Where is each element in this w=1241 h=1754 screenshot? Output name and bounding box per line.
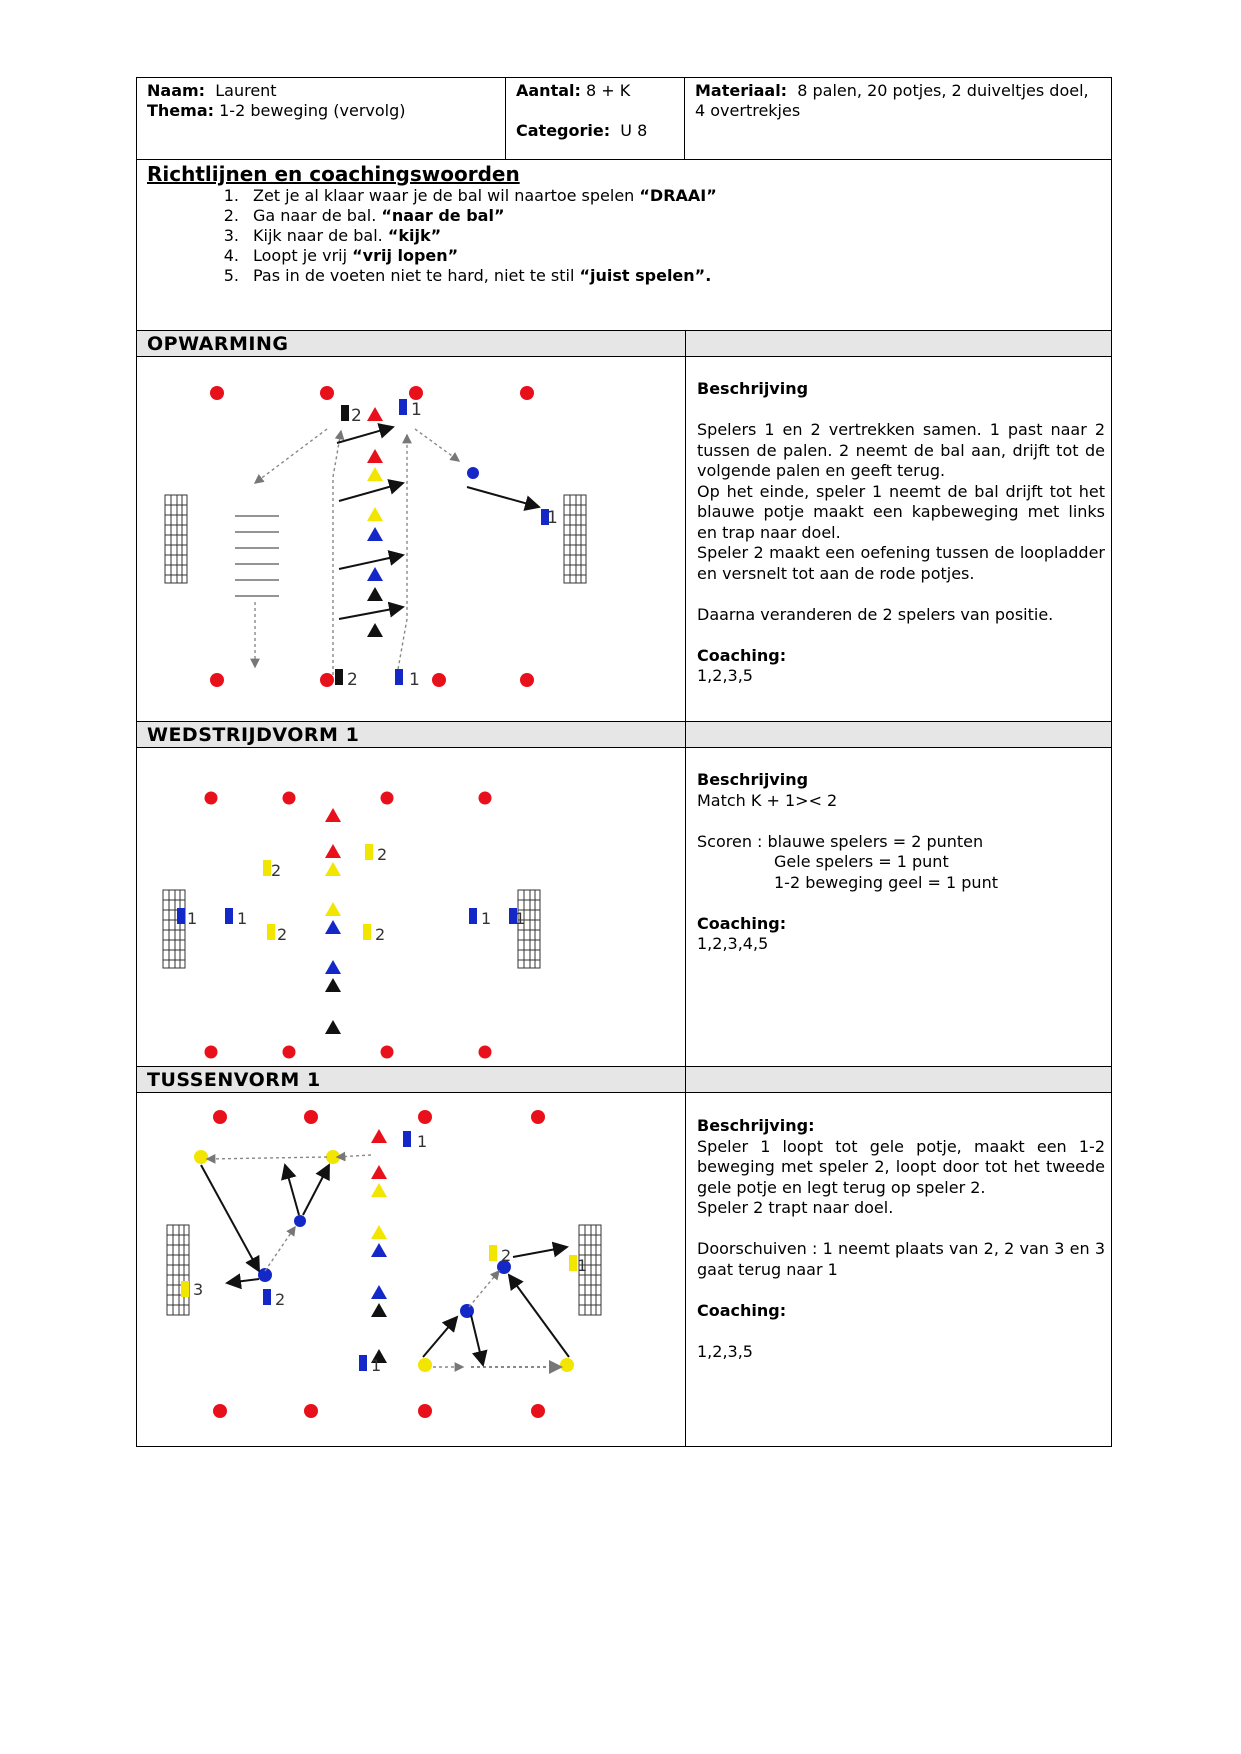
categorie-label: Categorie: xyxy=(516,121,611,140)
diagram-wedstrijdvorm: 1 1 1 1 2 2 2 2 xyxy=(162,791,541,1059)
goal-left xyxy=(162,889,186,969)
diagram-wedstrijd-cell: 1 1 1 1 2 2 2 2 xyxy=(136,747,686,1067)
materiaal-label: Materiaal: xyxy=(695,81,788,100)
thema-value: 1-2 beweging (vervolg) xyxy=(219,101,406,120)
svg-text:2: 2 xyxy=(271,861,281,880)
guidelines-title: Richtlijnen en coachingswoorden xyxy=(147,162,520,186)
svg-text:2: 2 xyxy=(351,406,362,426)
list-item: 5.Pas in de voeten niet te hard, niet te… xyxy=(223,266,712,285)
cones-opwarming xyxy=(367,407,383,637)
cones-tussenvorm xyxy=(371,1129,387,1363)
list-item: 1.Zet je al klaar waar je de bal wil naa… xyxy=(223,186,717,205)
desc-tussenvorm-cell xyxy=(685,1092,1112,1447)
section-title-blank xyxy=(685,1066,1112,1093)
svg-text:1: 1 xyxy=(411,400,422,420)
list-item: 4.Loopt je vrij “vrij lopen” xyxy=(223,246,459,265)
cones-wedstrijd xyxy=(325,808,341,1034)
section-title-blank xyxy=(685,330,1112,357)
goal-right xyxy=(578,1224,602,1316)
goal-left xyxy=(164,494,188,584)
goal-right xyxy=(517,889,541,969)
guidelines-cell: Richtlijnen en coachingswoorden 1.Zet je… xyxy=(136,159,1112,331)
categorie-value: U 8 xyxy=(620,121,648,140)
section-title-blank xyxy=(685,721,1112,748)
section-title-opwarming: OPWARMING xyxy=(136,330,686,357)
list-item: 2.Ga naar de bal. “naar de bal” xyxy=(223,206,505,225)
svg-text:1: 1 xyxy=(187,909,197,928)
svg-text:1: 1 xyxy=(417,1132,427,1151)
diagram-tussenvorm-cell: 1 3 2 2 1 1 xyxy=(136,1092,686,1447)
section-title-tussenvorm: TUSSENVORM 1 xyxy=(136,1066,686,1093)
svg-text:2: 2 xyxy=(501,1246,511,1265)
thema-label: Thema: xyxy=(147,101,215,120)
players-tussenvorm: 1 3 2 2 1 1 xyxy=(181,1131,587,1375)
header-cell-name: Naam: Laurent Thema: 1-2 beweging (vervo… xyxy=(136,77,506,160)
players-wedstrijd: 1 1 1 1 2 2 2 2 xyxy=(177,844,525,944)
svg-text:1: 1 xyxy=(409,670,420,690)
aantal-label: Aantal: xyxy=(516,81,581,100)
diagram-opwarming: 2 1 1 2 1 xyxy=(164,386,587,690)
aantal-value: 8 + K xyxy=(586,81,631,100)
svg-text:3: 3 xyxy=(193,1280,203,1299)
list-item: 3.Kijk naar de bal. “kijk” xyxy=(223,226,442,245)
naam-value: Laurent xyxy=(215,81,277,100)
svg-text:2: 2 xyxy=(277,925,287,944)
desc-wedstrijdvorm: Beschrijving Match K + 1>< 2 Scoren : bl… xyxy=(697,770,998,953)
svg-text:2: 2 xyxy=(375,925,385,944)
svg-text:1: 1 xyxy=(577,1256,587,1275)
naam-label: Naam: xyxy=(147,81,206,100)
diagram-opwarming-cell: 2 1 1 2 1 xyxy=(136,356,686,722)
svg-text:2: 2 xyxy=(377,845,387,864)
guidelines-list: 1.Zet je al klaar waar je de bal wil naa… xyxy=(203,186,1101,286)
svg-text:1: 1 xyxy=(515,909,525,928)
svg-text:2: 2 xyxy=(275,1290,285,1309)
players-opwarming: 2 1 1 2 1 xyxy=(335,399,558,690)
section-title-wedstrijdvorm: WEDSTRIJDVORM 1 xyxy=(136,721,686,748)
svg-text:1: 1 xyxy=(547,508,558,528)
desc-opwarming: Beschrijving Spelers 1 en 2 vertrekken s… xyxy=(697,379,1105,685)
svg-text:1: 1 xyxy=(237,909,247,928)
goal-left xyxy=(166,1224,190,1316)
goal-right xyxy=(563,494,587,584)
diagram-tussenvorm: 1 3 2 2 1 1 xyxy=(166,1110,602,1418)
header-cell-material: Materiaal: 8 palen, 20 potjes, 2 duivelt… xyxy=(684,77,1112,160)
desc-tussenvorm: Beschrijving: Speler 1 loopt tot gele po… xyxy=(697,1116,1105,1361)
svg-text:2: 2 xyxy=(347,670,358,690)
materiaal-value: 8 palen, 20 potjes, 2 duiveltjes doel, 4… xyxy=(695,81,1089,120)
svg-text:1: 1 xyxy=(481,909,491,928)
svg-text:1: 1 xyxy=(371,1356,381,1375)
header-cell-count: Aantal: 8 + K Categorie: U 8 xyxy=(505,77,685,160)
